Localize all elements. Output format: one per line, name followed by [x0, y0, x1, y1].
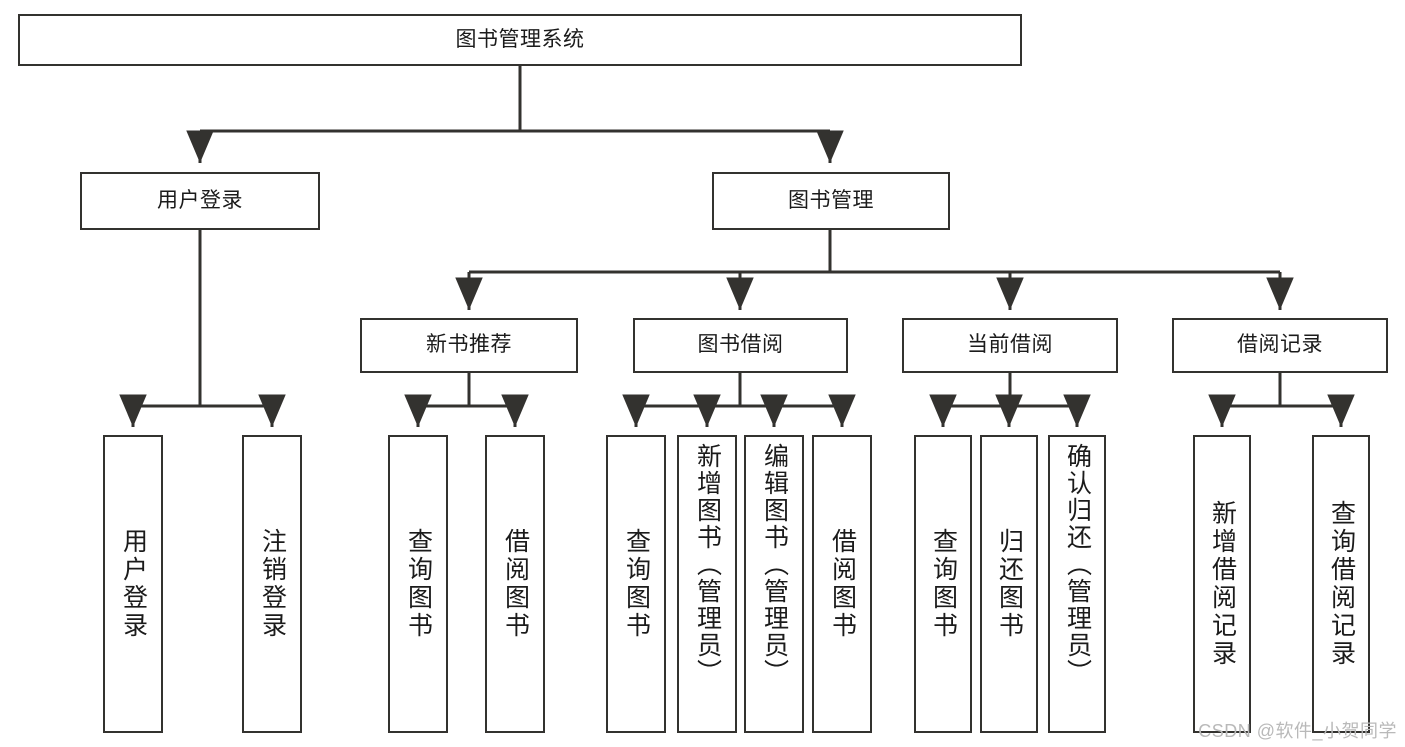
leaf-node[interactable]: 查询图书 [914, 435, 972, 733]
leaf-node-label: 确认归还（管理员） [1063, 443, 1092, 686]
leaf-node[interactable]: 查询图书 [606, 435, 666, 733]
node-borrow-record[interactable]: 借阅记录 [1172, 318, 1388, 373]
leaf-node[interactable]: 用户登录 [103, 435, 163, 733]
leaf-node[interactable]: 确认归还（管理员） [1048, 435, 1106, 733]
node-current-borrow[interactable]: 当前借阅 [902, 318, 1118, 373]
leaf-node[interactable]: 查询借阅记录 [1312, 435, 1370, 733]
leaf-node[interactable]: 归还图书 [980, 435, 1038, 733]
leaf-node-label: 用户登录 [119, 528, 148, 640]
leaf-node-label: 新增图书（管理员） [693, 443, 722, 686]
leaf-node[interactable]: 查询图书 [388, 435, 448, 733]
leaf-node[interactable]: 借阅图书 [485, 435, 545, 733]
node-book-borrow[interactable]: 图书借阅 [633, 318, 848, 373]
leaf-node-label: 归还图书 [995, 528, 1024, 640]
leaf-node-label: 查询图书 [622, 528, 651, 640]
node-new-book-recommend[interactable]: 新书推荐 [360, 318, 578, 373]
leaf-node-label: 借阅图书 [828, 528, 857, 640]
node-current-borrow-label: 当前借阅 [967, 333, 1053, 357]
node-new-book-recommend-label: 新书推荐 [426, 333, 512, 357]
leaf-node-label: 编辑图书（管理员） [760, 443, 789, 686]
node-book-management-label: 图书管理 [788, 188, 874, 212]
leaf-node[interactable]: 注销登录 [242, 435, 302, 733]
node-root[interactable]: 图书管理系统 [18, 14, 1022, 66]
leaf-node[interactable]: 新增借阅记录 [1193, 435, 1251, 733]
node-borrow-record-label: 借阅记录 [1237, 333, 1323, 357]
leaf-node[interactable]: 编辑图书（管理员） [744, 435, 804, 733]
leaf-node[interactable]: 新增图书（管理员） [677, 435, 737, 733]
leaf-node-label: 查询图书 [929, 528, 958, 640]
node-book-management[interactable]: 图书管理 [712, 172, 950, 230]
node-user-login-label: 用户登录 [157, 188, 243, 212]
node-root-label: 图书管理系统 [455, 27, 585, 51]
leaf-node[interactable]: 借阅图书 [812, 435, 872, 733]
leaf-node-label: 新增借阅记录 [1208, 500, 1237, 668]
leaf-node-label: 查询图书 [404, 528, 433, 640]
leaf-node-label: 注销登录 [258, 528, 287, 640]
leaf-node-label: 查询借阅记录 [1327, 500, 1356, 668]
node-book-borrow-label: 图书借阅 [697, 333, 784, 357]
leaf-node-label: 借阅图书 [501, 528, 530, 640]
node-user-login[interactable]: 用户登录 [80, 172, 320, 230]
